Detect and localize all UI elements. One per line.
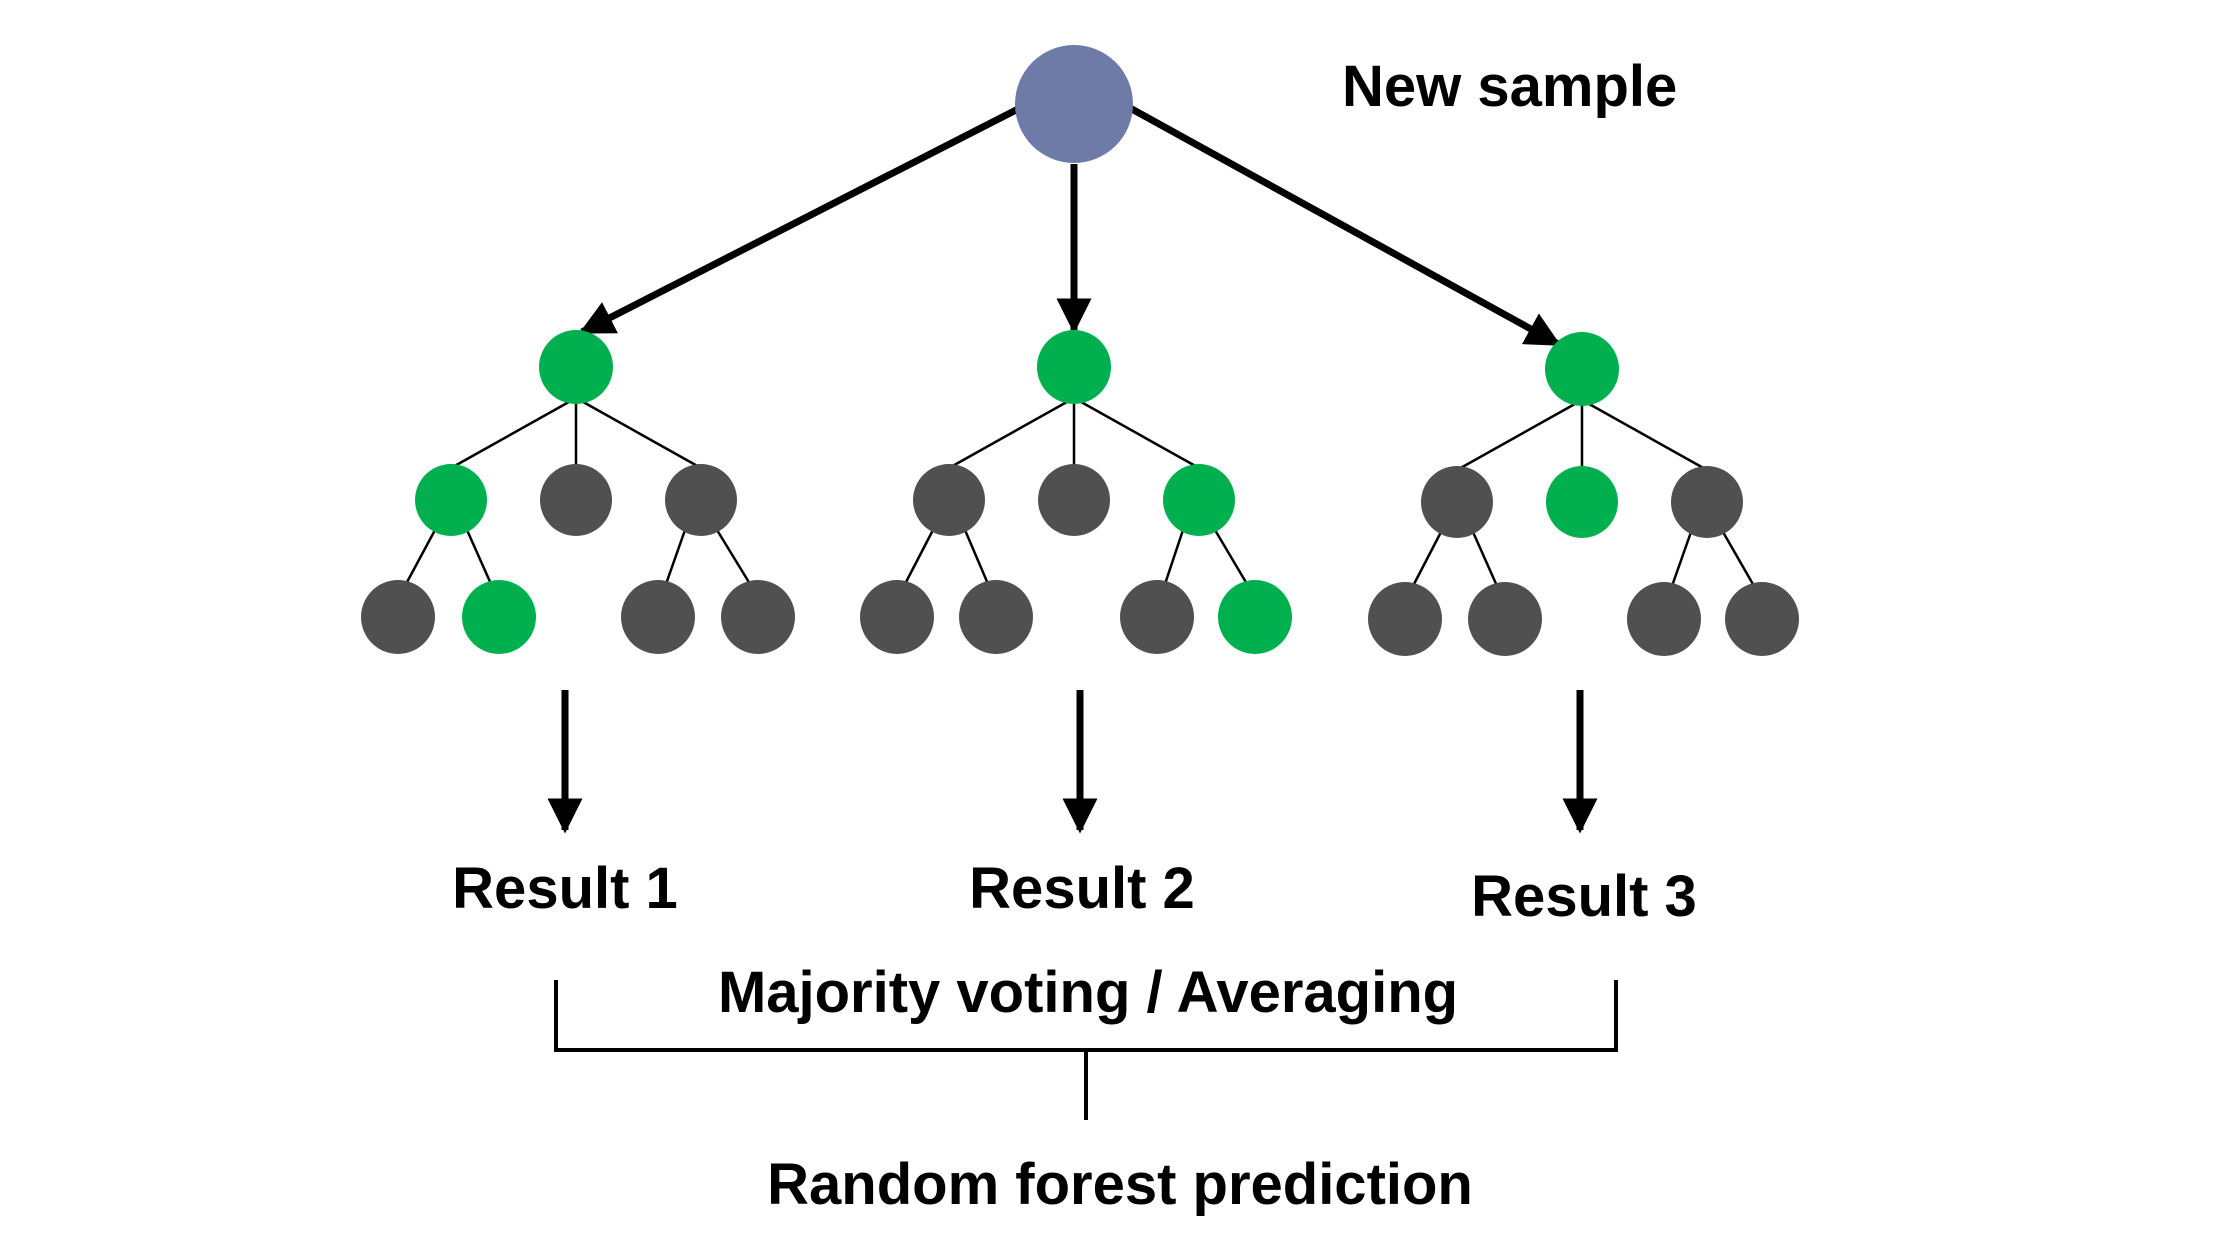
tree-internal-node: [913, 464, 985, 536]
tree-leaf-node: [462, 580, 536, 654]
tree-edge: [963, 529, 990, 585]
tree-edge: [1456, 398, 1583, 472]
tree-edge: [1581, 398, 1708, 472]
tree-leaf-node: [1627, 582, 1701, 656]
tree-leaf-node: [721, 580, 795, 654]
tree-edge: [903, 529, 935, 585]
tree-internal-node: [540, 464, 612, 536]
tree-edge: [1721, 531, 1756, 587]
tree-root-node: [539, 330, 613, 404]
tree-leaf-node: [1725, 582, 1799, 656]
tree-internal-node: [1421, 466, 1493, 538]
new-sample-label: New sample: [1342, 54, 1677, 119]
tree-edge: [948, 396, 1075, 470]
trees: [361, 330, 1799, 656]
tree-edge: [465, 529, 493, 585]
tree-edge: [715, 529, 752, 585]
tree-internal-node: [1671, 466, 1743, 538]
tree-root-node: [1037, 330, 1111, 404]
tree-edge: [1471, 531, 1499, 587]
tree-root-node: [1545, 332, 1619, 406]
tree-edge: [1213, 529, 1249, 585]
tree-leaf-node: [621, 580, 695, 654]
root-arrow-tree-3: [1128, 104, 1562, 348]
tree-internal-node: [1546, 466, 1618, 538]
tree-edge: [575, 396, 702, 470]
tree-internal-node: [415, 464, 487, 536]
tree-3: [1368, 332, 1799, 656]
tree-leaf-node: [361, 580, 435, 654]
result-3-label: Result 3: [1471, 864, 1697, 929]
prediction-label: Random forest prediction: [767, 1152, 1473, 1217]
tree-internal-node: [1038, 464, 1110, 536]
tree-internal-node: [1163, 464, 1235, 536]
root-arrow-tree-1: [578, 104, 1022, 336]
tree-2: [860, 330, 1292, 654]
tree-edge: [1670, 531, 1693, 587]
result-arrows: [547, 690, 1598, 834]
result-2-label: Result 2: [969, 856, 1195, 921]
aggregation-label: Majority voting / Averaging: [718, 960, 1458, 1025]
tree-leaf-node: [959, 580, 1033, 654]
root-arrows: [578, 104, 1562, 348]
tree-internal-node: [665, 464, 737, 536]
tree-1: [361, 330, 795, 654]
result-1-label: Result 1: [452, 856, 678, 921]
tree-leaf-node: [1368, 582, 1442, 656]
tree-leaf-node: [1120, 580, 1194, 654]
tree-leaf-node: [1468, 582, 1542, 656]
tree-edge: [404, 529, 437, 585]
tree-edge: [1411, 531, 1443, 587]
new-sample-node: [1015, 45, 1133, 163]
tree-edge: [664, 529, 687, 585]
tree-edge: [450, 396, 577, 470]
tree-leaf-node: [860, 580, 934, 654]
tree-edge: [1163, 529, 1185, 585]
aggregation-bracket: [554, 980, 1618, 1120]
tree-edge: [1073, 396, 1200, 470]
tree-leaf-node: [1218, 580, 1292, 654]
